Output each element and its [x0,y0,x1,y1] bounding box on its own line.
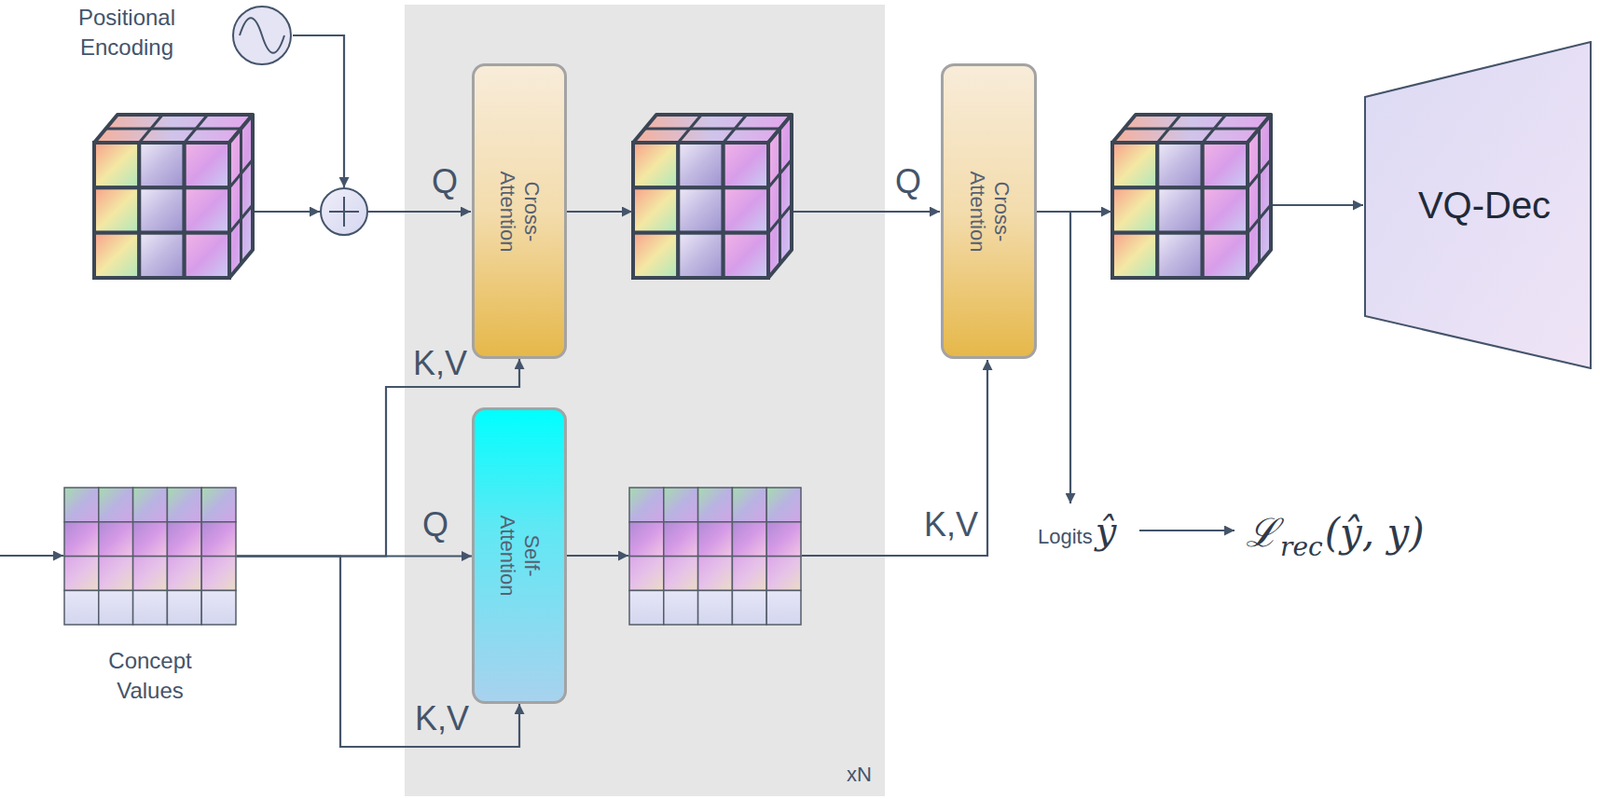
repeat-count: xN [846,762,872,787]
edge-label: Q [422,506,449,544]
port-label: K,V [924,506,979,544]
formula-part: ŷ [1095,509,1118,552]
token-cube [633,114,792,278]
edge-label: K,V [413,344,468,383]
block-label: Cross-Attention [964,155,1014,268]
token-cube [94,114,253,278]
concept-grid [629,487,801,625]
token-cube [1112,114,1271,278]
flow-arrows [0,35,1364,556]
formula-part: Logits [1037,524,1093,550]
formula-part: rec [1280,530,1324,562]
node-label: Positional Encoding [61,2,193,64]
block-label: Cross-Attention [495,155,545,268]
port-label: Q [431,163,458,201]
sine-symbol [231,4,293,67]
node-label: Concept Values [89,646,211,707]
port-label: Q [895,163,922,201]
formula-part: (ŷ, y) [1324,510,1425,556]
positional-encoding: Positional Encoding [231,4,293,67]
cross-attention-box: Cross-Attention [471,63,567,359]
decoder-block: VQ-Dec [1364,41,1592,370]
repeat-band-ground [404,4,885,797]
concept-grid [63,486,237,626]
formula-part: ℒ [1245,504,1279,558]
edge-label: K,V [414,700,469,738]
loss-formula: ℒrec(ŷ, y) [1245,504,1425,558]
concept-values: Concept Values [63,486,237,626]
block-label: Self-Attention [495,499,545,612]
self-attention-box: Self-Attention [471,407,567,704]
cross-attention-box: Cross-Attention [940,63,1037,359]
logits-output: Logitsŷ [1037,509,1117,552]
block-label: VQ-Dec [1405,184,1551,227]
add-symbol [320,188,368,235]
repeat-band: xN Cross-AttentionSelf-Attention [404,4,885,797]
